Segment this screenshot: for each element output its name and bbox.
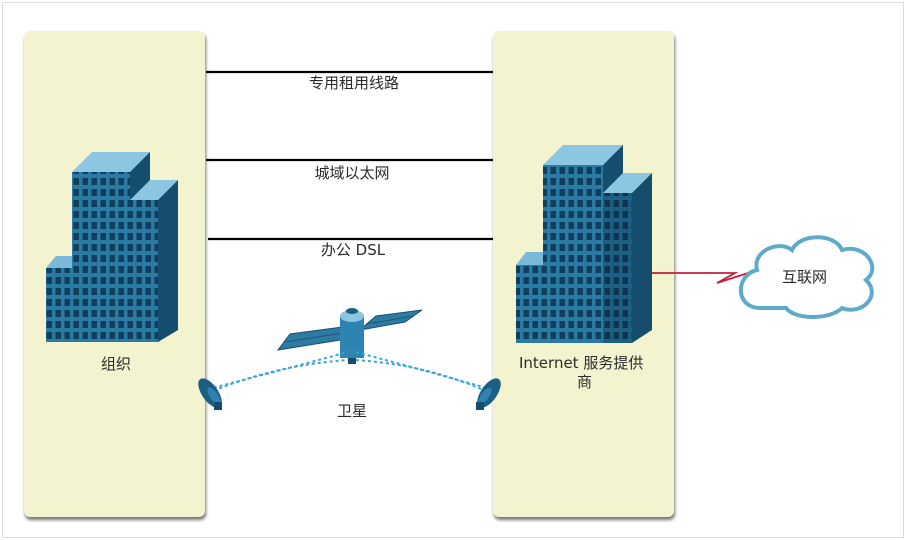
satellite-dish-icon <box>198 378 222 410</box>
satellite-dish-icon <box>476 378 501 410</box>
dsl-label: 办公 DSL <box>320 241 386 259</box>
satellite-label: 卫星 <box>336 402 368 420</box>
satellite-icon <box>276 308 423 364</box>
isp-label-line1: Internet 服务提供 <box>519 354 644 372</box>
serial-link-icon <box>652 272 749 284</box>
metro-ethernet-label: 城域以太网 <box>314 164 390 182</box>
satellite-signal <box>207 351 491 394</box>
internet-label: 互联网 <box>782 268 828 286</box>
building-icon <box>516 145 652 343</box>
cloud-icon <box>738 235 875 319</box>
organization-label: 组织 <box>101 355 132 373</box>
building-icon <box>46 152 178 342</box>
leased-line-label: 专用租用线路 <box>308 74 400 92</box>
isp-label-line2: 商 <box>577 373 593 391</box>
